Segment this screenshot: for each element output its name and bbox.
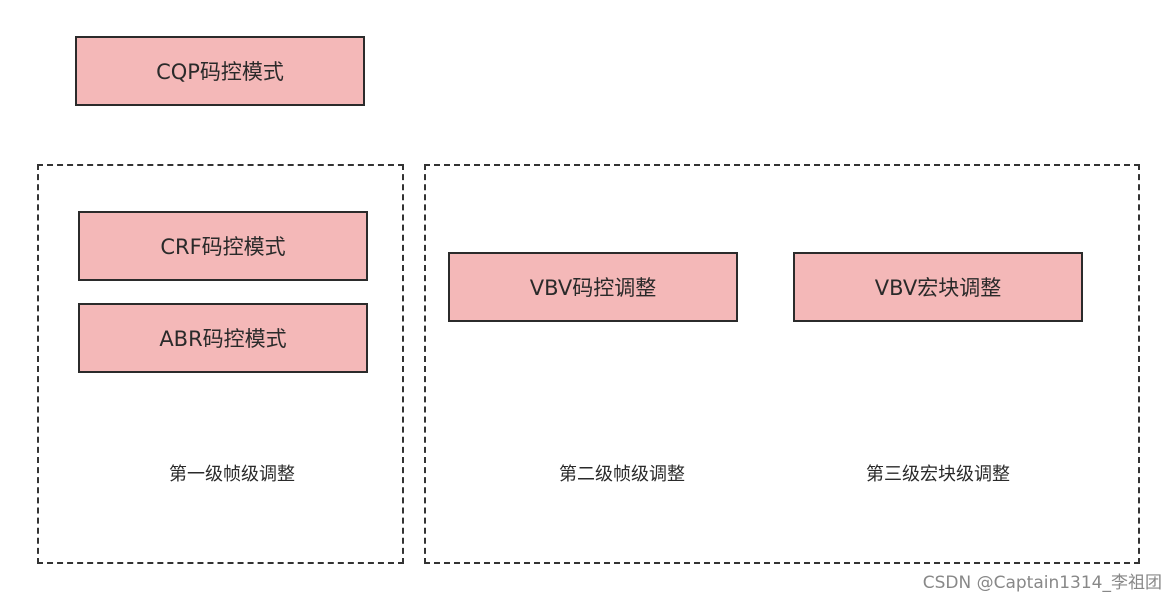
second-level-caption: 第二级帧级调整 (559, 464, 685, 485)
vbv-rate-adjust-label: VBV码控调整 (529, 276, 657, 300)
abr-mode-label: ABR码控模式 (159, 327, 287, 351)
first-level-group (37, 164, 404, 564)
first-level-caption: 第一级帧级调整 (169, 464, 295, 485)
cqp-mode-label: CQP码控模式 (156, 60, 284, 84)
cqp-mode-box: CQP码控模式 (75, 36, 365, 106)
third-level-caption: 第三级宏块级调整 (866, 464, 1010, 485)
vbv-macroblock-adjust-label: VBV宏块调整 (874, 276, 1002, 300)
vbv-rate-adjust-box: VBV码控调整 (448, 252, 738, 322)
second-third-level-group (424, 164, 1140, 564)
vbv-macroblock-adjust-box: VBV宏块调整 (793, 252, 1083, 322)
csdn-watermark: CSDN @Captain1314_李祖团 (922, 573, 1162, 593)
crf-mode-box: CRF码控模式 (78, 211, 368, 281)
crf-mode-label: CRF码控模式 (160, 235, 286, 259)
abr-mode-box: ABR码控模式 (78, 303, 368, 373)
